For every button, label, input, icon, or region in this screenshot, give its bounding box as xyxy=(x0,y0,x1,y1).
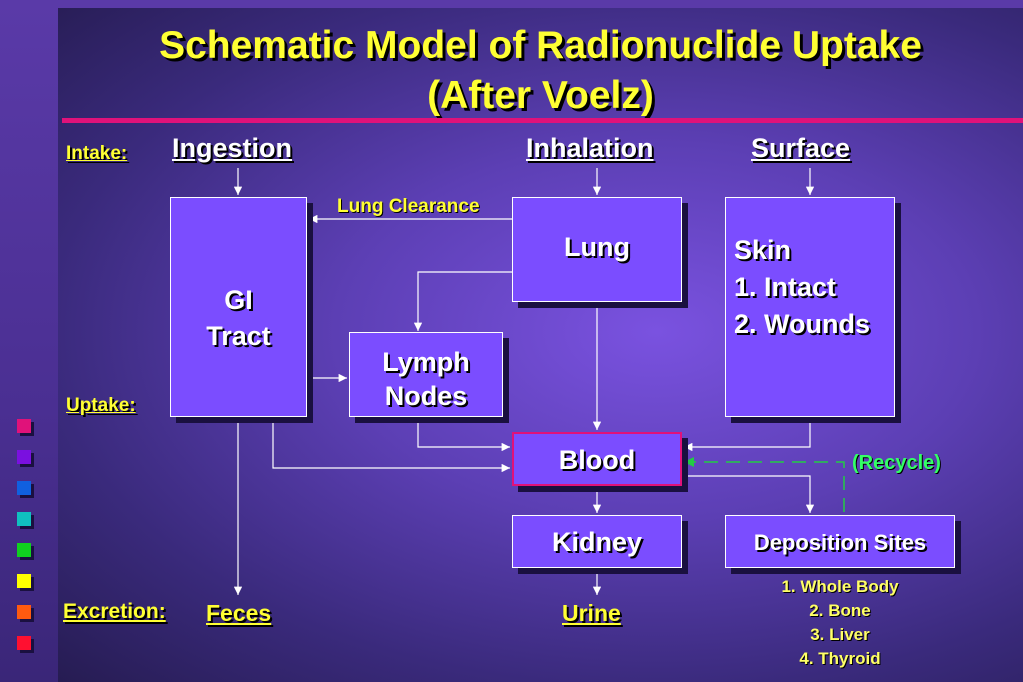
deposition-site-2: 2. Bone xyxy=(809,601,871,620)
blood-box-label: Blood xyxy=(558,445,636,475)
route-surface: Surface xyxy=(751,133,851,163)
title-divider xyxy=(62,118,1023,123)
gi-tract-line-2: Tract xyxy=(206,321,271,351)
recycle-arrowhead xyxy=(684,457,694,467)
color-square-5 xyxy=(17,543,31,557)
skin-line-2: 1. Intact xyxy=(734,272,837,302)
lymph-nodes-box: Lymph Nodes xyxy=(349,332,503,417)
color-square-4 xyxy=(17,512,31,526)
recycle-label: (Recycle) xyxy=(852,452,941,474)
feces-label: Feces xyxy=(206,600,272,626)
deposition-site-4: 4. Thyroid xyxy=(799,649,881,668)
deposition-site-list: 1. Whole Body 2. Bone 3. Liver 4. Thyroi… xyxy=(740,575,940,671)
blood-box: Blood xyxy=(512,432,682,486)
gi-tract-box: GI Tract xyxy=(170,197,307,417)
arrow-lung-lymph xyxy=(413,271,512,331)
lung-box: Lung xyxy=(512,197,682,302)
deposition-site-1: 1. Whole Body xyxy=(781,577,899,596)
arrow-gi-blood xyxy=(272,416,510,473)
title-line-2: (After Voelz) xyxy=(427,74,654,117)
color-square-6 xyxy=(17,574,31,588)
skin-line-3: 2. Wounds xyxy=(734,309,871,339)
color-square-2 xyxy=(17,450,31,464)
route-ingestion: Ingestion xyxy=(172,133,292,163)
urine-label: Urine xyxy=(562,600,621,626)
kidney-box: Kidney xyxy=(512,515,682,568)
deposition-sites-box: Deposition Sites xyxy=(725,515,955,568)
color-square-3 xyxy=(17,481,31,495)
color-square-1 xyxy=(17,419,31,433)
intake-label: Intake: xyxy=(66,143,128,164)
skin-box: Skin 1. Intact 2. Wounds xyxy=(725,197,895,417)
title-line-1: Schematic Model of Radionuclide Uptake xyxy=(159,24,922,67)
deposition-box-label: Deposition Sites xyxy=(753,530,927,555)
deposition-site-3: 3. Liver xyxy=(810,625,870,644)
color-square-7 xyxy=(17,605,31,619)
skin-line-1: Skin xyxy=(734,235,792,265)
recycle-dashed-line xyxy=(688,461,845,512)
excretion-label: Excretion: xyxy=(63,600,166,623)
lung-box-label: Lung xyxy=(564,232,630,262)
arrow-blood-deposition xyxy=(682,475,815,513)
route-inhalation: Inhalation xyxy=(526,133,654,163)
lymph-line-2: Nodes xyxy=(384,381,468,411)
lymph-line-1: Lymph xyxy=(382,347,470,377)
gi-tract-line-1: GI xyxy=(224,285,253,315)
left-sidebar-band xyxy=(0,0,58,682)
uptake-label: Uptake: xyxy=(66,395,136,416)
arrow-lymph-blood xyxy=(417,416,510,452)
color-square-8 xyxy=(17,636,31,650)
kidney-box-label: Kidney xyxy=(551,527,643,557)
arrow-skin-blood xyxy=(684,416,811,452)
lung-clearance-label: Lung Clearance xyxy=(337,196,480,217)
